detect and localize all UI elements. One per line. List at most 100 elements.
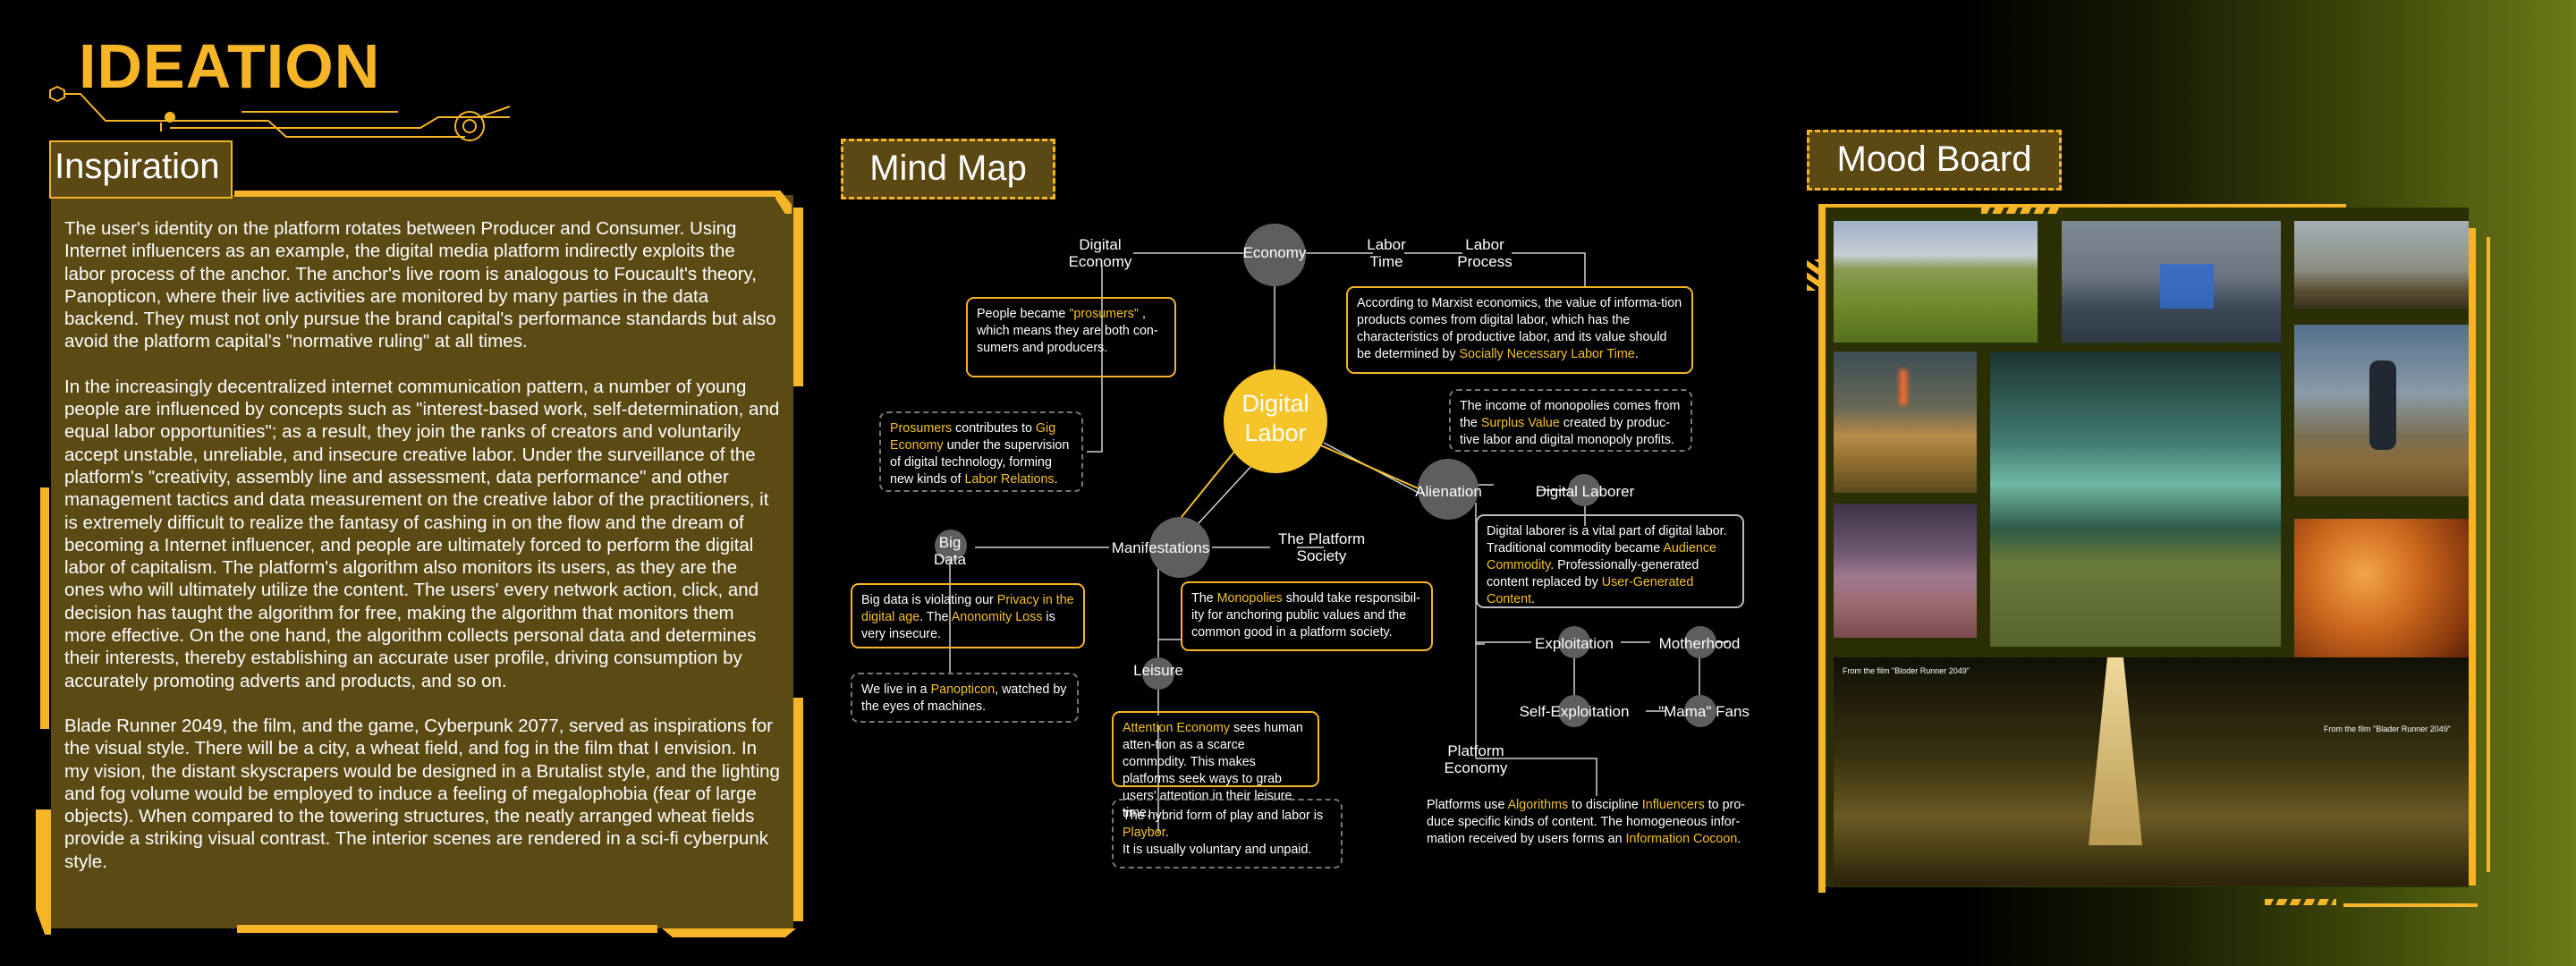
platform-economy-text: Platforms use Algorithms to discipline I… <box>1418 792 1762 854</box>
mb-frame-left <box>1818 204 1826 893</box>
gig-economy-box: Prosumers contributes to Gig Economy und… <box>879 411 1083 492</box>
digital-labor-center-label: Digital Labor <box>1241 390 1309 446</box>
playbor-box: The hybrid form of play and labor is Pla… <box>1112 799 1343 869</box>
inspiration-paragraph: The user's identity on the platform rota… <box>64 218 776 352</box>
economy-label: Economy <box>1242 244 1307 261</box>
box-text: The hybrid form of play and labor is <box>1123 809 1324 823</box>
alienation-label: Alienation <box>1415 483 1482 500</box>
moodboard-heading-tag: Mood Board <box>1807 130 2062 191</box>
box-text: . <box>1165 826 1169 840</box>
alienation-node <box>1418 459 1479 520</box>
box-highlight: Audience Commodity <box>1487 541 1716 572</box>
caption-left: From the film "Bloder Runner 2049" <box>1843 666 1970 675</box>
box-text: is very insecure. <box>861 610 1055 641</box>
page-title: IDEATION <box>79 31 381 101</box>
box-highlight: "prosumers" <box>1069 307 1140 321</box>
box-text: Digital laborer is a vital part of digit… <box>1487 524 1727 555</box>
mb-frame-right <box>2469 228 2476 886</box>
box-highlight: Labor Relations <box>964 472 1055 487</box>
box-highlight: Anonomity Loss <box>951 610 1043 624</box>
box-highlight: Playbor <box>1123 826 1165 840</box>
moodboard-heading: Mood Board <box>1836 140 2032 179</box>
scifi-interior-wheat-image <box>1990 352 2281 647</box>
big-data-box: Big data is violating our Privacy in the… <box>851 583 1085 648</box>
orange-haze-image <box>2294 519 2469 657</box>
inspiration-paragraph: In the increasingly decentralized intern… <box>64 376 780 691</box>
frame-left-bottom <box>36 809 51 935</box>
box-text: . <box>1531 592 1536 606</box>
box-highlight: Monopolies <box>1216 591 1283 606</box>
platform-society-label: The Platform Society <box>1277 530 1366 564</box>
digital-economy-label: Digital Economy <box>1068 236 1132 270</box>
frame-top <box>234 191 775 197</box>
box-text: to pro-duce specific kinds of content. T… <box>1427 798 1746 846</box>
box-text: . <box>1737 832 1741 846</box>
box-highlight: User-Generated Content <box>1487 575 1694 606</box>
exploitation-label: Exploitation <box>1535 635 1614 652</box>
box-text: . <box>1054 472 1058 487</box>
big-data-node <box>935 530 967 562</box>
frame-left-mid <box>40 487 49 729</box>
title-circuit-decoration <box>49 85 511 141</box>
box-text: According to Marxist economics, the valu… <box>1357 296 1682 361</box>
panopticon-box: We live in a Panopticon, watched by the … <box>851 673 1079 723</box>
self-exploitation-node <box>1558 695 1590 727</box>
box-highlight: Privacy in the digital age <box>861 593 1074 624</box>
leisure-node <box>1142 657 1174 690</box>
box-text: . The <box>919 610 952 624</box>
box-text: , watched by the eyes of machines. <box>861 682 1067 714</box>
inspiration-panel <box>51 195 793 928</box>
big-data-label: Big Data <box>934 534 966 568</box>
box-text: created by produc-tive labor and digital… <box>1460 416 1675 447</box>
box-highlight: Attention Economy <box>1123 721 1231 735</box>
box-highlight: Surplus Value <box>1480 416 1560 430</box>
box-highlight: Prosumers <box>890 421 953 436</box>
digital-laborer-node <box>1568 474 1600 506</box>
manifestations-node <box>1149 517 1210 578</box>
fog-light-field-image <box>1834 352 1977 493</box>
box-text: , which means they are both con-sumers a… <box>977 307 1158 355</box>
box-text: . Professionally-generated content repla… <box>1487 558 1699 589</box>
monopolies-income-box: The income of monopolies comes from the … <box>1449 389 1692 452</box>
box-text: should take responsibil-ity for anchorin… <box>1191 591 1420 640</box>
box-text: People became <box>977 307 1070 321</box>
blade-runner-still-image <box>1834 657 2469 886</box>
box-text: . <box>1634 347 1639 361</box>
box-text: contributes to <box>952 421 1036 436</box>
box-text: to discipline <box>1568 798 1642 812</box>
frame-right-lower <box>793 698 803 921</box>
mb-frame-side-stripes <box>1807 259 1819 291</box>
platform-economy-label: Platform Economy <box>1444 742 1508 776</box>
inspiration-text: The user's identity on the platform rota… <box>64 217 780 895</box>
city-skyline-image <box>2294 221 2469 309</box>
leisure-label: Leisure <box>1133 662 1183 679</box>
inspiration-heading-tag: Inspiration <box>49 140 233 199</box>
economy-node <box>1243 224 1306 286</box>
manifestations-label: Manifestations <box>1111 539 1210 556</box>
box-text: It is usually voluntary and unpaid. <box>1123 843 1312 857</box>
box-highlight: Socially Necessary Labor Time <box>1459 347 1635 361</box>
motherhood-label: Motherhood <box>1658 635 1741 652</box>
armored-figure-image <box>2294 325 2469 496</box>
mama-fans-label: "Mama" Fans <box>1658 703 1750 720</box>
inspiration-paragraph: Blade Runner 2049, the film, and the gam… <box>64 715 780 872</box>
exploitation-node <box>1558 626 1590 658</box>
frame-right-upper <box>793 208 803 386</box>
wheat-field-city-image <box>1834 221 2038 343</box>
digital-laborer-box: Digital laborer is a vital part of digit… <box>1476 514 1744 608</box>
monopolies-box: The Monopolies should take responsibil-i… <box>1181 581 1433 651</box>
inspiration-heading: Inspiration <box>55 147 220 186</box>
labor-process-label: Labor Process <box>1457 236 1513 270</box>
mb-frame-stripes <box>1981 208 2062 214</box>
box-text: The income of monopolies comes from the <box>1460 399 1681 430</box>
purple-sky-field-image <box>1834 504 1977 638</box>
box-text: under the supervision of digital technol… <box>890 438 1070 487</box>
prosumers-box: People became "prosumers" , which means … <box>966 297 1176 377</box>
mb-frame-bottom <box>2343 903 2478 907</box>
box-highlight: Algorithms <box>1507 798 1569 812</box>
mindmap-heading: Mind Map <box>869 148 1027 188</box>
box-text: We live in a <box>861 682 931 697</box>
frame-bottom-right <box>662 928 796 937</box>
mb-frame-top <box>1818 204 2346 208</box>
box-highlight: Information Cocoon <box>1625 832 1738 846</box>
